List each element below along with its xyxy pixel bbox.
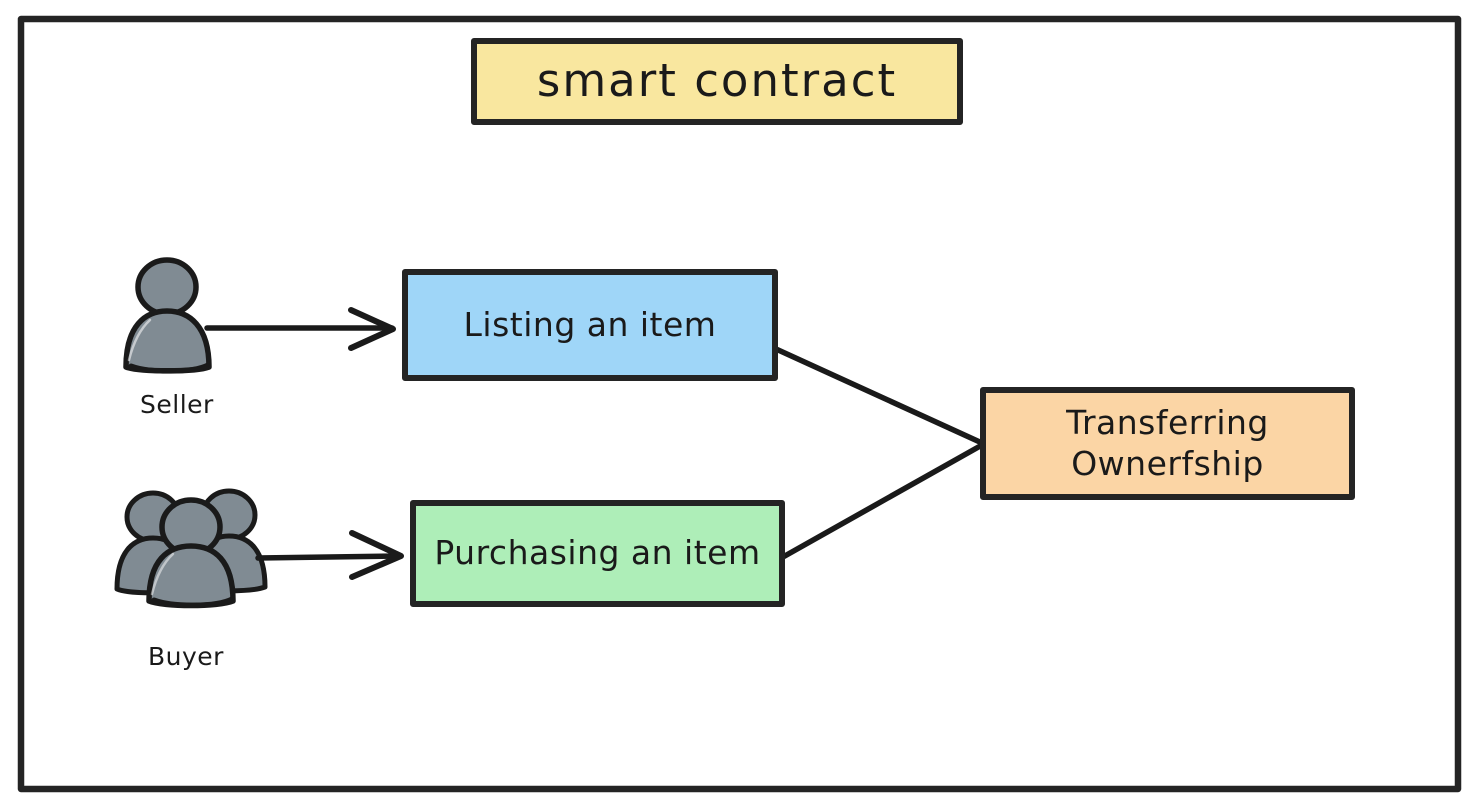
single-person-icon <box>123 257 212 374</box>
smart-contract-title-box[interactable] <box>471 38 963 125</box>
group-of-people-icon <box>114 488 268 609</box>
outer-frame <box>17 15 1462 793</box>
listing-to-transferring-line <box>773 346 985 446</box>
seller-to-listing-arrow <box>204 307 396 351</box>
transferring-ownership-box[interactable] <box>980 387 1355 500</box>
purchasing-an-item-box[interactable] <box>410 500 785 607</box>
purchasing-to-transferring-line <box>780 442 985 560</box>
buyer-to-purchasing-arrow <box>255 530 404 580</box>
listing-an-item-box[interactable] <box>402 269 778 381</box>
